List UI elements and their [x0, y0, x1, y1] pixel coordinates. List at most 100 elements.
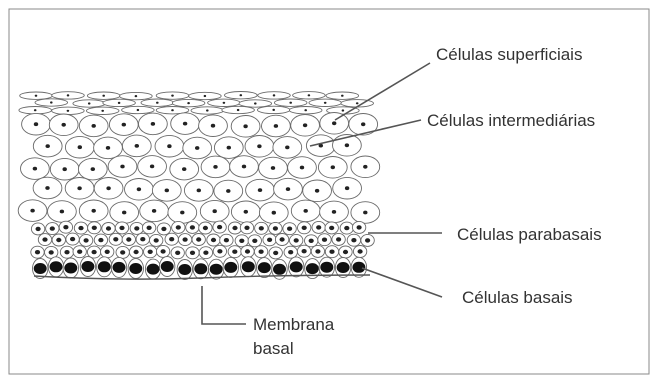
cell-nucleus [289, 102, 292, 104]
cell-nucleus [315, 249, 320, 253]
cell-nucleus [113, 262, 126, 273]
cell-nucleus [226, 189, 230, 193]
cell-nucleus [337, 262, 350, 273]
cell-nucleus [244, 226, 249, 230]
cell-nucleus [294, 238, 299, 242]
cell-nucleus [46, 144, 50, 148]
cell-nucleus [98, 238, 103, 242]
cell-nucleus [147, 264, 160, 275]
cell-nucleus [324, 102, 327, 104]
cell-nucleus [183, 237, 188, 241]
cell-nucleus [148, 250, 153, 254]
cell-nucleus [45, 186, 49, 190]
cell-nucleus [171, 95, 174, 97]
cell-nucleus [60, 210, 64, 214]
cell-nucleus [50, 226, 55, 230]
cell-nucleus [272, 211, 276, 215]
cell-nucleus [63, 225, 68, 229]
cell-nucleus [81, 261, 94, 272]
cell-nucleus [147, 226, 152, 230]
cell-nucleus [352, 262, 365, 273]
cell-nucleus [161, 227, 166, 231]
cell-nucleus [190, 225, 195, 229]
membrane-leader-line [202, 286, 246, 324]
cell-nucleus [175, 251, 180, 255]
cell-nucleus [156, 102, 159, 104]
cell-nucleus [50, 261, 63, 272]
cell-nucleus [204, 95, 207, 97]
cell-nucleus [203, 226, 208, 230]
cell-nucleus [105, 250, 110, 254]
cell-nucleus [223, 102, 226, 104]
cell-nucleus [34, 122, 38, 126]
cell-nucleus [302, 249, 307, 253]
cell-nucleus [258, 188, 262, 192]
cell-nucleus [187, 102, 190, 104]
cell-nucleus [120, 250, 125, 254]
cell-nucleus [101, 110, 104, 112]
cell-nucleus [92, 226, 97, 230]
cell-nucleus [178, 264, 191, 275]
cell-nucleus [242, 261, 255, 272]
cell-nucleus [300, 166, 304, 170]
cell-nucleus [257, 144, 261, 148]
cell-nucleus [194, 263, 207, 274]
cell-nucleus [92, 250, 97, 254]
cell-nucleus [67, 94, 70, 96]
cell-nucleus [286, 187, 290, 191]
cell-nucleus [345, 143, 349, 147]
cell-nucleus [120, 165, 124, 169]
cell-nucleus [135, 95, 138, 97]
cell-nucleus [35, 95, 38, 97]
cell-nucleus [358, 249, 363, 253]
cell-nucleus [329, 226, 334, 230]
cell-nucleus [273, 94, 276, 96]
cell-nucleus [206, 109, 209, 111]
cell-nucleus [70, 237, 75, 241]
cell-nucleus [106, 226, 111, 230]
cell-nucleus [288, 250, 293, 254]
cell-nucleus [49, 250, 54, 254]
cell-nucleus [190, 251, 195, 255]
cell-nucleus [56, 238, 61, 242]
cell-nucleus [273, 226, 278, 230]
cell-nucleus [106, 186, 110, 190]
cell-nucleus [309, 239, 314, 243]
label-intermediate-cells: Células intermediárias [427, 111, 595, 130]
cell-nucleus [161, 249, 166, 253]
cell-nucleus [356, 102, 359, 104]
cell-nucleus [92, 124, 96, 128]
cell-nucleus [196, 237, 201, 241]
basal-leader-line [362, 268, 442, 297]
cell-nucleus [331, 165, 335, 169]
cell-nucleus [273, 264, 286, 275]
cell-nucleus [34, 263, 47, 274]
cell-nucleus [150, 165, 154, 169]
cell-nucleus [161, 261, 174, 272]
cell-nucleus [62, 123, 66, 127]
cell-nucleus [342, 109, 345, 111]
cell-nucleus [217, 225, 222, 229]
cell-nucleus [122, 211, 126, 215]
cell-nucleus [134, 250, 139, 254]
cell-nucleus [165, 189, 169, 193]
cell-nucleus [167, 144, 171, 148]
cell-nucleus [140, 237, 145, 241]
cell-nucleus [227, 146, 231, 150]
cell-nucleus [91, 167, 95, 171]
cell-nucleus [274, 124, 278, 128]
cell-nucleus [78, 226, 83, 230]
cell-nucleus [329, 250, 334, 254]
stratified-epithelium-illustration [18, 92, 379, 280]
label-basal-cells: Células basais [462, 288, 573, 307]
cell-nucleus [34, 109, 37, 111]
cell-nucleus [252, 239, 257, 243]
cell-nucleus [259, 250, 264, 254]
cell-nucleus [88, 102, 91, 104]
cell-nucleus [211, 238, 216, 242]
cell-nucleus [336, 237, 341, 241]
cell-nucleus [213, 209, 217, 213]
cell-nucleus [154, 238, 159, 242]
cell-nucleus [345, 186, 349, 190]
